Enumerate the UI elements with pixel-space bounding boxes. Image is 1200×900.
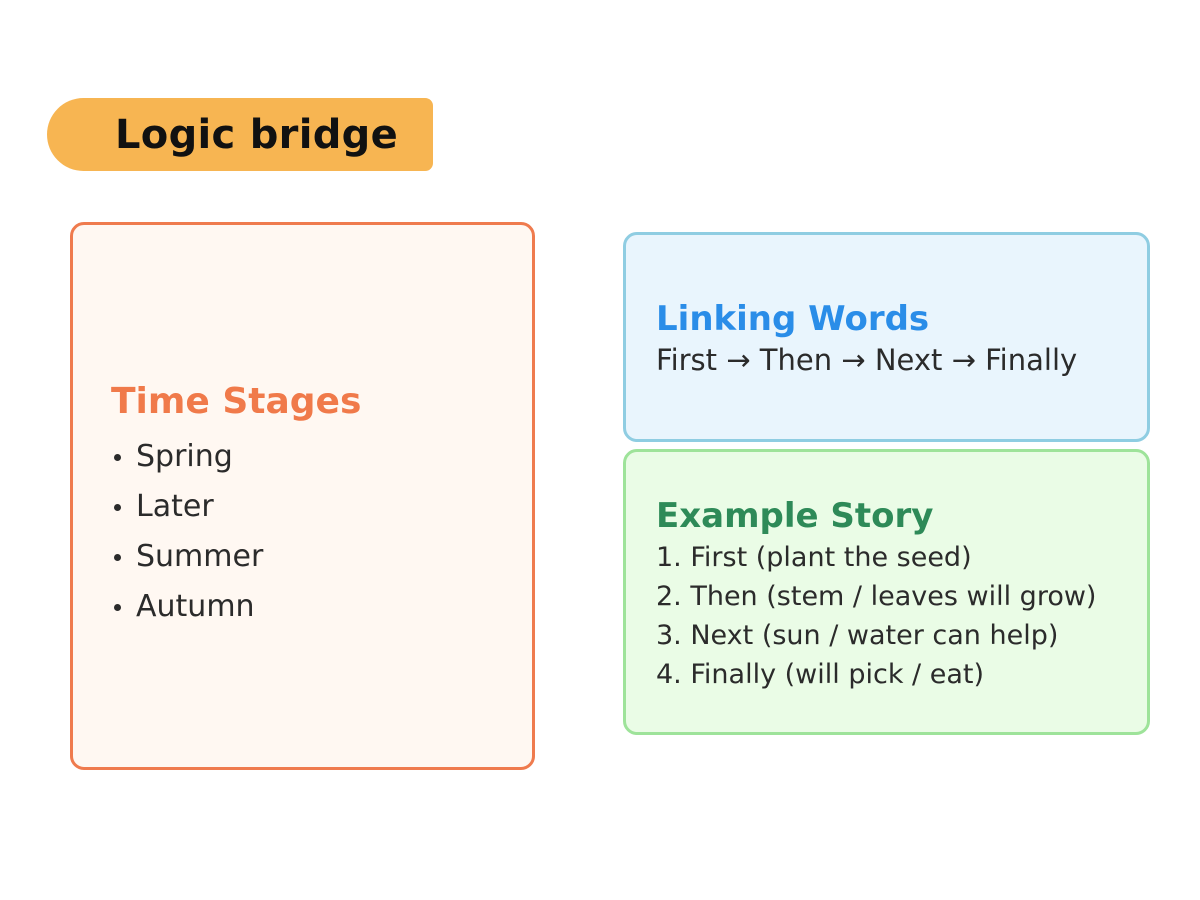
bullet-icon	[114, 553, 121, 561]
list-item: 3. Next (sun / water can help)	[656, 620, 1059, 651]
linking-words-heading: Linking Words	[656, 299, 930, 339]
linking-words-card: Linking Words First → Then → Next → Fina…	[623, 232, 1150, 442]
bullet-icon	[114, 453, 121, 461]
page-title-banner: Logic bridge	[47, 98, 433, 171]
list-item: Summer	[111, 532, 512, 582]
list-item: 2. Then (stem / leaves will grow)	[656, 581, 1097, 612]
list-item: 4. Finally (will pick / eat)	[656, 659, 984, 690]
time-stage-label: Autumn	[136, 589, 255, 624]
list-item: Autumn	[111, 582, 512, 632]
time-stage-label: Later	[136, 489, 214, 524]
bullet-icon	[114, 503, 121, 511]
list-item: Spring	[111, 432, 512, 482]
page-title: Logic bridge	[115, 111, 399, 158]
time-stages-card: Time Stages Spring Later Summer Autumn	[70, 222, 535, 770]
time-stage-label: Spring	[136, 439, 233, 474]
list-item: Later	[111, 482, 512, 532]
linking-words-sequence: First → Then → Next → Finally	[656, 343, 1078, 377]
example-story-card: Example Story 1. First (plant the seed) …	[623, 449, 1150, 735]
bullet-icon	[114, 603, 121, 611]
time-stages-heading: Time Stages	[111, 381, 362, 422]
example-story-heading: Example Story	[656, 496, 934, 536]
list-item: 1. First (plant the seed)	[656, 542, 972, 573]
time-stages-list: Spring Later Summer Autumn	[111, 432, 512, 632]
example-story-list: 1. First (plant the seed) 2. Then (stem …	[656, 538, 1137, 694]
time-stage-label: Summer	[136, 539, 264, 574]
